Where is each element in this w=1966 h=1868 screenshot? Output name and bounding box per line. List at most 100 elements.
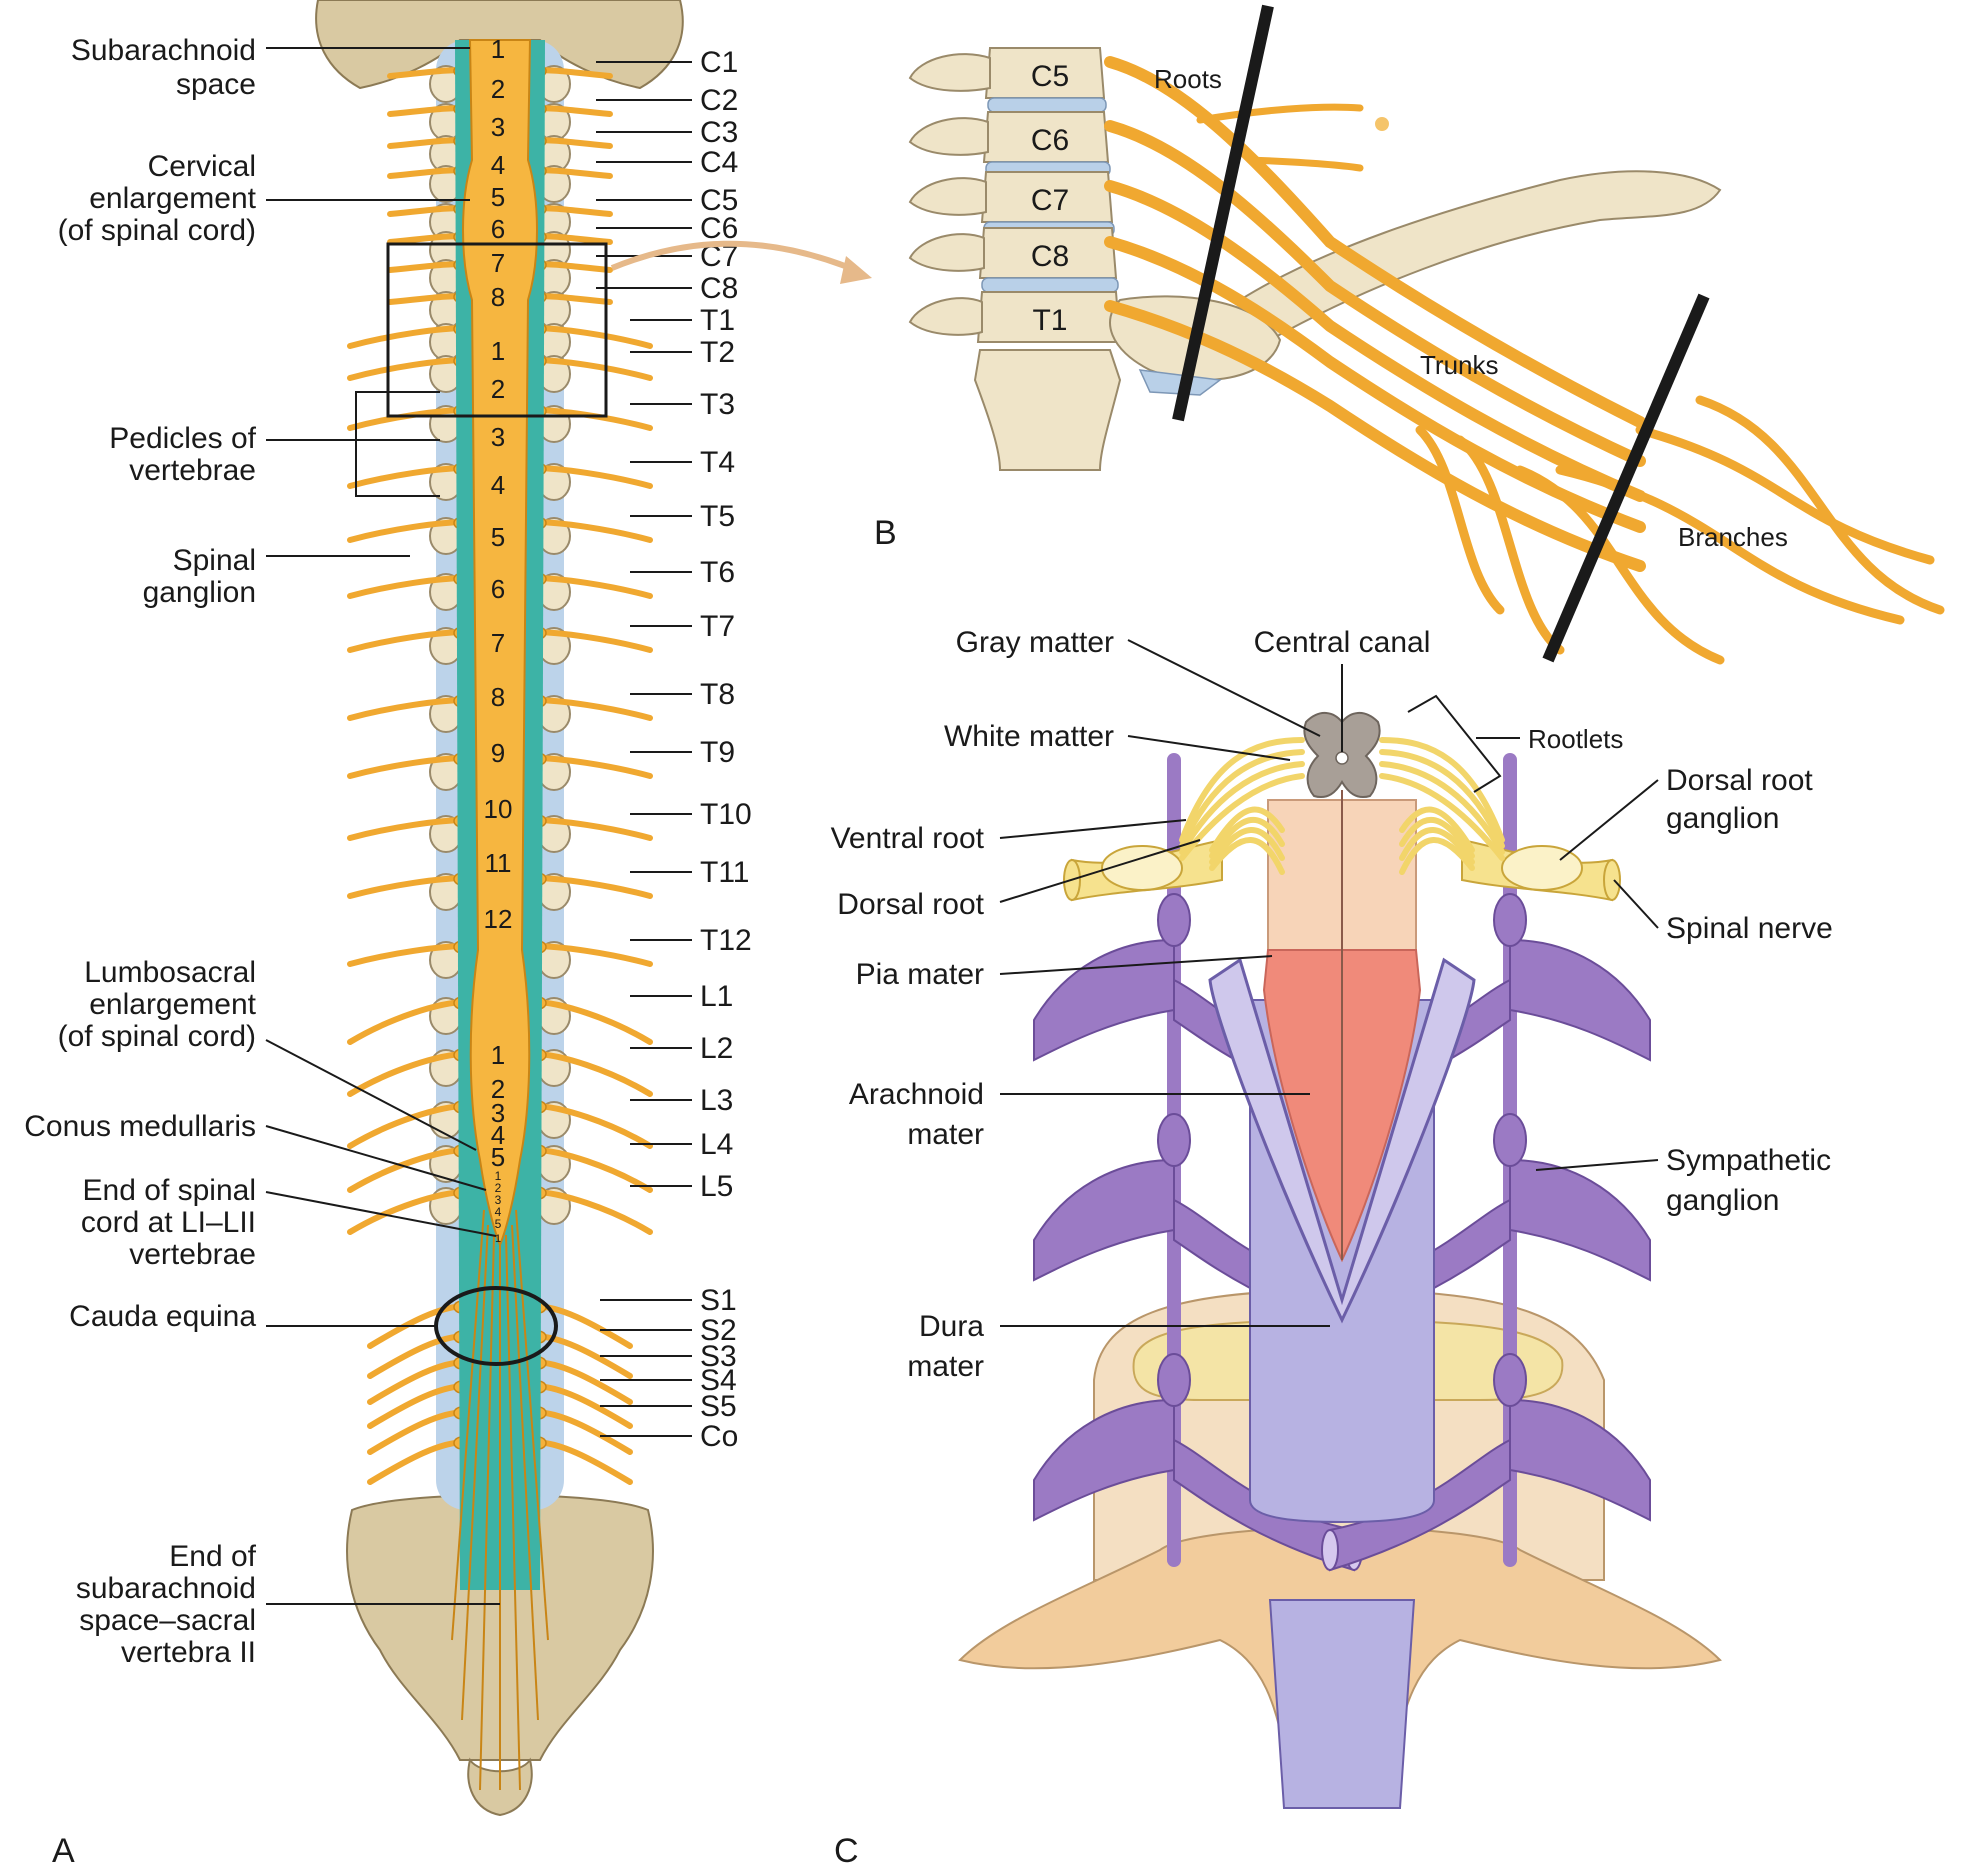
arachnoid-mater-layer: [1208, 957, 1476, 1324]
label-cervical-enlargement: enlargement: [89, 182, 256, 215]
lumbar-segment-number: 3: [491, 1098, 505, 1128]
sacral-segment-number: 3: [495, 1193, 502, 1207]
thoracic-segment-number: 7: [491, 628, 505, 658]
ventral-rootlet: [1209, 837, 1285, 875]
label-cauda-equina: Cauda equina: [69, 1300, 256, 1333]
brachial-region-highlight-box: [386, 242, 608, 418]
vertebral-bodies: [429, 65, 571, 1225]
level-label-c5: C5: [700, 184, 738, 217]
ventral-rootlet: [1209, 816, 1285, 859]
plexus-branch: [1515, 465, 1725, 665]
panel-a-letter: A: [52, 1832, 75, 1868]
cervical-segment-number: 4: [491, 150, 505, 180]
lumbar-segment-number: 1: [491, 1040, 505, 1070]
cervical-segment-number: 3: [491, 112, 505, 142]
plexus-root: [1104, 56, 1646, 428]
thoracic-segment-number: 1: [491, 336, 505, 366]
sacral-segment-number: 1: [495, 1169, 502, 1183]
leader-gray-matter: [1127, 639, 1321, 737]
sympathetic-ganglion-node: [1493, 1353, 1527, 1407]
level-label-t12: T12: [700, 924, 752, 957]
spinal-nerve-cut-end: [1603, 859, 1621, 901]
transverse-process: [908, 53, 991, 92]
label-end-of-subarachnoid: vertebra II: [121, 1636, 256, 1669]
cervical-segment-number: 7: [491, 248, 505, 278]
upper-nerve-branch: [1246, 156, 1364, 172]
lumbar-segment-number: 2: [491, 1074, 505, 1104]
rootlets-bracket: [1407, 694, 1502, 793]
label-end-of-subarachnoid: subarachnoid: [76, 1572, 256, 1605]
sympathetic-ganglion-node: [1157, 1353, 1191, 1407]
rami-communicantes: [1509, 1158, 1651, 1282]
leader-lumbosacral-enlargement: [265, 1039, 477, 1151]
thoracic-segment-number: 6: [491, 574, 505, 604]
vertebra-label-t1: T1: [1032, 304, 1067, 337]
thoracic-segment-number: 10: [484, 794, 513, 824]
level-label-s3: S3: [700, 1340, 737, 1373]
ventral-rootlet: [1399, 806, 1475, 853]
leader-ventral-root: [999, 819, 1187, 839]
transverse-process: [908, 233, 985, 272]
thoracic-segment-number: 4: [491, 470, 505, 500]
label-dorsal-root-ganglion: ganglion: [1666, 802, 1779, 835]
level-label-c1: C1: [700, 46, 738, 79]
transverse-process: [908, 297, 983, 336]
leader-conus-medullaris: [265, 1125, 487, 1191]
label-lumbosacral-enlargement: enlargement: [89, 988, 256, 1021]
label-roots: Roots: [1154, 64, 1222, 94]
level-label-t8: T8: [700, 678, 735, 711]
transverse-process: [908, 117, 989, 156]
panel-a-left-labels: SubarachnoidspaceCervicalenlargement(of …: [24, 34, 500, 1669]
level-label-co: Co: [700, 1420, 738, 1453]
dorsal-rootlet: [1379, 749, 1505, 849]
level-label-t1: T1: [700, 304, 735, 337]
label-end-of-spinal-cord: vertebrae: [129, 1238, 256, 1271]
plexus-root: [1104, 120, 1646, 467]
roots-trunks-divider: [1172, 4, 1274, 422]
dura-lower-extension: [1268, 1599, 1416, 1809]
dorsal-rootlet: [1179, 737, 1305, 843]
level-label-c6: C6: [700, 212, 738, 245]
spinal-cord: [462, 39, 538, 1248]
dorsal-rootlet: [1179, 761, 1305, 855]
panel-b-letter: B: [874, 514, 897, 552]
sympathetic-ganglion-node: [1157, 1113, 1191, 1167]
level-label-t11: T11: [700, 856, 749, 889]
dorsal-rootlet: [1379, 737, 1505, 843]
sympathetic-ganglion-node: [1157, 893, 1191, 947]
label-end-of-spinal-cord: cord at LI–LII: [81, 1206, 256, 1239]
label-dorsal-root: Dorsal root: [837, 888, 984, 921]
thoracic-segment-number: 5: [491, 522, 505, 552]
transverse-process: [908, 177, 987, 216]
plexus-branch: [1415, 425, 1505, 615]
leader-spinal-nerve: [1613, 879, 1659, 929]
level-label-t4: T4: [700, 446, 735, 479]
vertebra-label-c8: C8: [1031, 240, 1069, 273]
label-end-of-spinal-cord: End of spinal: [83, 1174, 256, 1207]
level-label-c2: C2: [700, 84, 738, 117]
intervertebral-disc: [987, 97, 1107, 113]
plexus-root: [1104, 300, 1646, 572]
plexus-branch: [1455, 435, 1565, 655]
ventral-rootlet: [1209, 806, 1285, 853]
leader-end-of-spinal-cord: [265, 1191, 497, 1237]
thoracic-segment-number: 3: [491, 422, 505, 452]
level-label-s4: S4: [700, 1364, 737, 1397]
level-label-c8: C8: [700, 272, 738, 305]
dorsal-rootlet: [1379, 761, 1505, 855]
label-subarachnoid-space: space: [176, 68, 256, 101]
cervical-segment-number: 2: [491, 74, 505, 104]
cervical-segment-number: 5: [491, 182, 505, 212]
sympathetic-ganglion-node: [1493, 1113, 1527, 1167]
label-central-canal: Central canal: [1254, 626, 1431, 659]
label-trunks: Trunks: [1420, 350, 1499, 380]
label-ventral-root: Ventral root: [831, 822, 985, 855]
level-label-l4: L4: [700, 1128, 733, 1161]
dorsal-root-ganglion-swelling: [1501, 845, 1583, 891]
level-label-t7: T7: [700, 610, 735, 643]
dorsal-rootlet: [1379, 773, 1505, 861]
